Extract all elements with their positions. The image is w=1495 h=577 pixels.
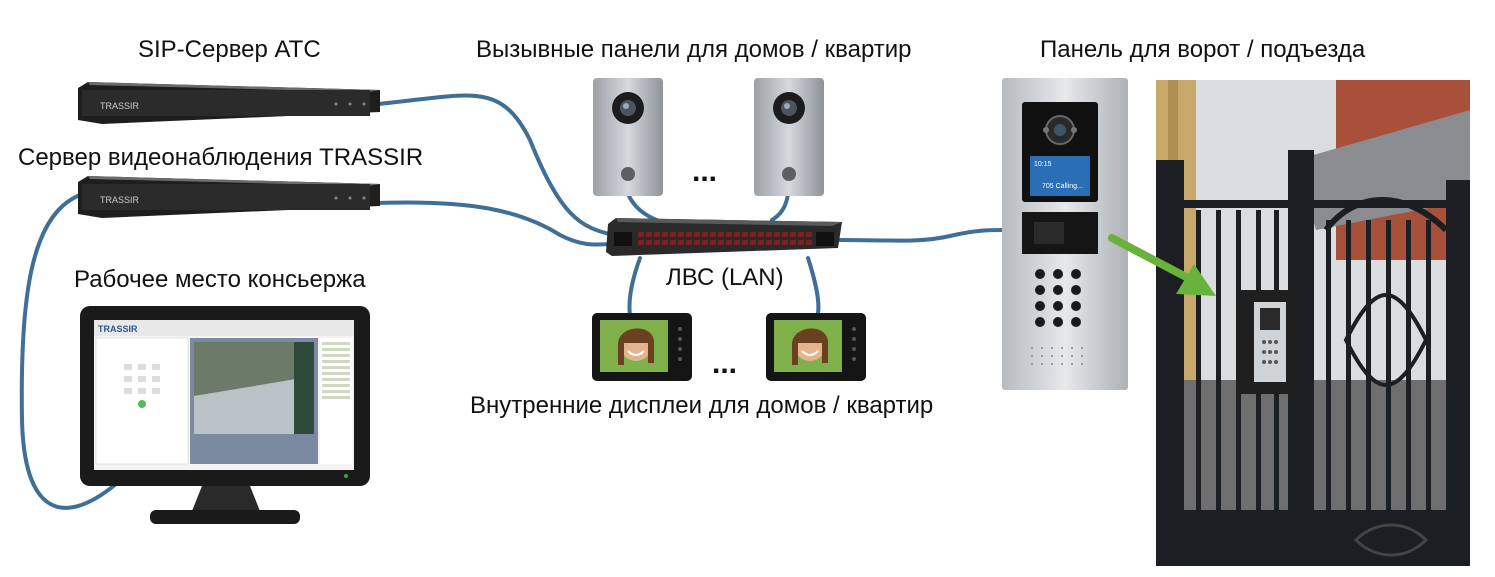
ellipsis-bottom: ... [712, 347, 738, 380]
cable-video-to-switch [376, 200, 616, 247]
concierge-monitor: TRASSIR [80, 306, 372, 531]
cable-sip-to-switch [376, 93, 616, 237]
cable-switch-to-display1 [627, 256, 642, 317]
concierge-label: Рабочее место консьержа [74, 266, 366, 293]
gate-panel-label: Панель для ворот / подъезда [1040, 36, 1366, 63]
gate-panel-device: 10:15 705 Calling... [1002, 78, 1128, 390]
sip-server-brand: TRASSIR [100, 101, 140, 111]
call-panel-2 [754, 78, 824, 196]
video-server-device: TRASSIR [78, 176, 380, 218]
gate-photo [1156, 80, 1470, 566]
sip-server-label: SIP-Сервер АТС [138, 36, 321, 63]
video-server-brand: TRASSIR [100, 195, 140, 205]
gate-panel-time: 10:15 [1034, 161, 1052, 168]
lan-label: ЛВС (LAN) [666, 264, 784, 291]
cable-switch-to-display2 [806, 256, 821, 315]
indoor-display-1 [592, 313, 692, 381]
cable-video-to-monitor [19, 193, 118, 510]
ellipsis-top: ... [692, 155, 718, 188]
monitor-brand: TRASSIR [98, 324, 138, 334]
call-panel-1 [593, 78, 663, 196]
cable-panel2-to-switch [770, 192, 790, 222]
video-server-label: Сервер видеонаблюдения TRASSIR [18, 144, 424, 171]
cable-switch-to-gate [838, 228, 1005, 243]
indoor-displays-label: Внутренние дисплеи для домов / квартир [470, 392, 934, 419]
indoor-display-2 [766, 313, 866, 381]
lan-switch [606, 218, 842, 258]
call-panels-label: Вызывные панели для домов / квартир [476, 36, 912, 63]
sip-server-device: TRASSIR [78, 82, 380, 124]
gate-panel-call: 705 Calling... [1042, 183, 1083, 190]
